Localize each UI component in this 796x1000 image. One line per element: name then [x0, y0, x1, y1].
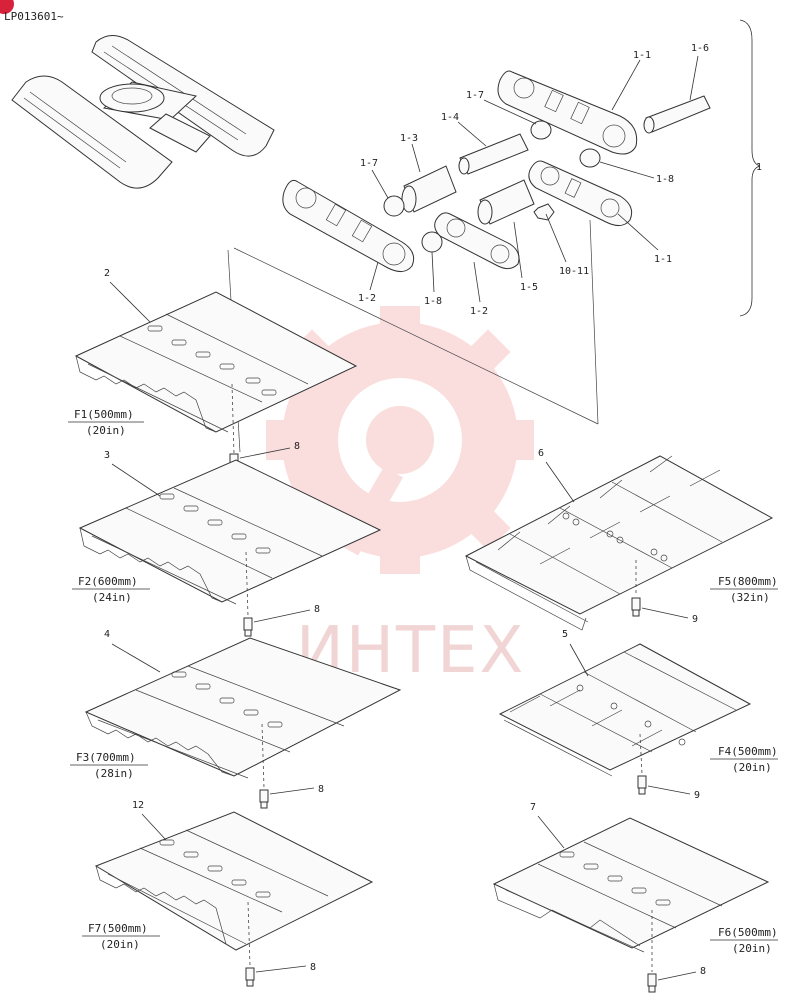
label-shoe-7: 7 — [530, 802, 536, 813]
label-1-4: 1-4 — [441, 112, 459, 123]
assembly-bracket — [739, 19, 761, 317]
bolt-8-e-icon — [647, 973, 657, 993]
caption-f3-inch: (28in) — [94, 767, 134, 780]
caption-f3-size: F3(700mm) — [76, 751, 136, 764]
label-1-6: 1-6 — [691, 43, 709, 54]
link-1-2-middle — [434, 212, 520, 270]
seal-1-8-upper — [579, 148, 601, 168]
pin-1-4 — [458, 133, 529, 175]
pin-1-6 — [643, 95, 711, 134]
link-1-2-left — [282, 179, 415, 272]
bolt-8-c-icon — [259, 789, 269, 809]
label-1-2-middle: 1-2 — [470, 306, 488, 317]
label-1-8-right: 1-8 — [656, 174, 674, 185]
shoe-f1 — [74, 291, 358, 433]
caption-f1-inch: (20in) — [86, 424, 126, 437]
label-9-a: 9 — [692, 614, 698, 625]
caption-f6-size: F6(500mm) — [718, 926, 778, 939]
bolt-9-a-icon — [631, 597, 641, 617]
label-shoe-6: 6 — [538, 448, 544, 459]
caption-f7-size: F7(500mm) — [88, 922, 148, 935]
label-1-5: 1-5 — [520, 282, 538, 293]
label-1-2-left: 1-2 — [358, 293, 376, 304]
label-shoe-4: 4 — [104, 629, 110, 640]
shoe-f4 — [498, 643, 752, 777]
bush-1-5 — [477, 179, 535, 225]
label-shoe-3: 3 — [104, 450, 110, 461]
leader-lines — [227, 55, 699, 453]
label-1-1-lower: 1-1 — [654, 254, 672, 265]
undercarriage-overview — [11, 35, 275, 189]
label-shoe-5: 5 — [562, 629, 568, 640]
bolt-9-b-icon — [637, 775, 647, 795]
label-1-1-upper: 1-1 — [633, 50, 651, 61]
caption-f2-inch: (24in) — [92, 591, 132, 604]
label-9-b: 9 — [694, 790, 700, 801]
label-1-7-upper: 1-7 — [466, 90, 484, 101]
label-1-8-lower: 1-8 — [424, 296, 442, 307]
label-8-b: 8 — [314, 604, 320, 615]
shoe-f2 — [78, 459, 382, 605]
serial-range: LP013601~ — [4, 10, 64, 23]
bush-1-3 — [401, 165, 457, 213]
label-shoe-2: 2 — [104, 268, 110, 279]
caption-f6-inch: (20in) — [732, 942, 772, 955]
label-shoe-12: 12 — [132, 800, 144, 811]
caption-f7-inch: (20in) — [100, 938, 140, 951]
label-8-c: 8 — [318, 784, 324, 795]
caption-f5-inch: (32in) — [730, 591, 770, 604]
shoe-f3 — [84, 637, 402, 779]
link-1-1-lower — [528, 160, 633, 226]
label-8-d: 8 — [310, 962, 316, 973]
link-1-1-upper — [497, 70, 638, 155]
nut-10-11 — [533, 203, 555, 221]
caption-f5-size: F5(800mm) — [718, 575, 778, 588]
label-8-a: 8 — [294, 441, 300, 452]
caption-f4-size: F4(500mm) — [718, 745, 778, 758]
corner-marker-icon — [0, 0, 14, 14]
shoe-f6 — [492, 817, 770, 953]
caption-f4-inch: (20in) — [732, 761, 772, 774]
seal-1-7-left — [383, 195, 405, 217]
shoe-f7 — [94, 811, 374, 951]
bolt-8-b-icon — [243, 617, 253, 637]
bolt-8-d-icon — [245, 967, 255, 987]
caption-f1-size: F1(500mm) — [74, 408, 134, 421]
label-assembly-1: 1 — [756, 162, 762, 173]
caption-f2-size: F2(600mm) — [78, 575, 138, 588]
track-link-parts — [282, 70, 711, 272]
label-1-7-left: 1-7 — [360, 158, 378, 169]
seal-1-7-upper — [530, 120, 552, 140]
label-1-3: 1-3 — [400, 133, 418, 144]
label-8-e: 8 — [700, 966, 706, 977]
label-10-11: 10-11 — [559, 266, 589, 277]
shoe-f5 — [464, 455, 774, 631]
